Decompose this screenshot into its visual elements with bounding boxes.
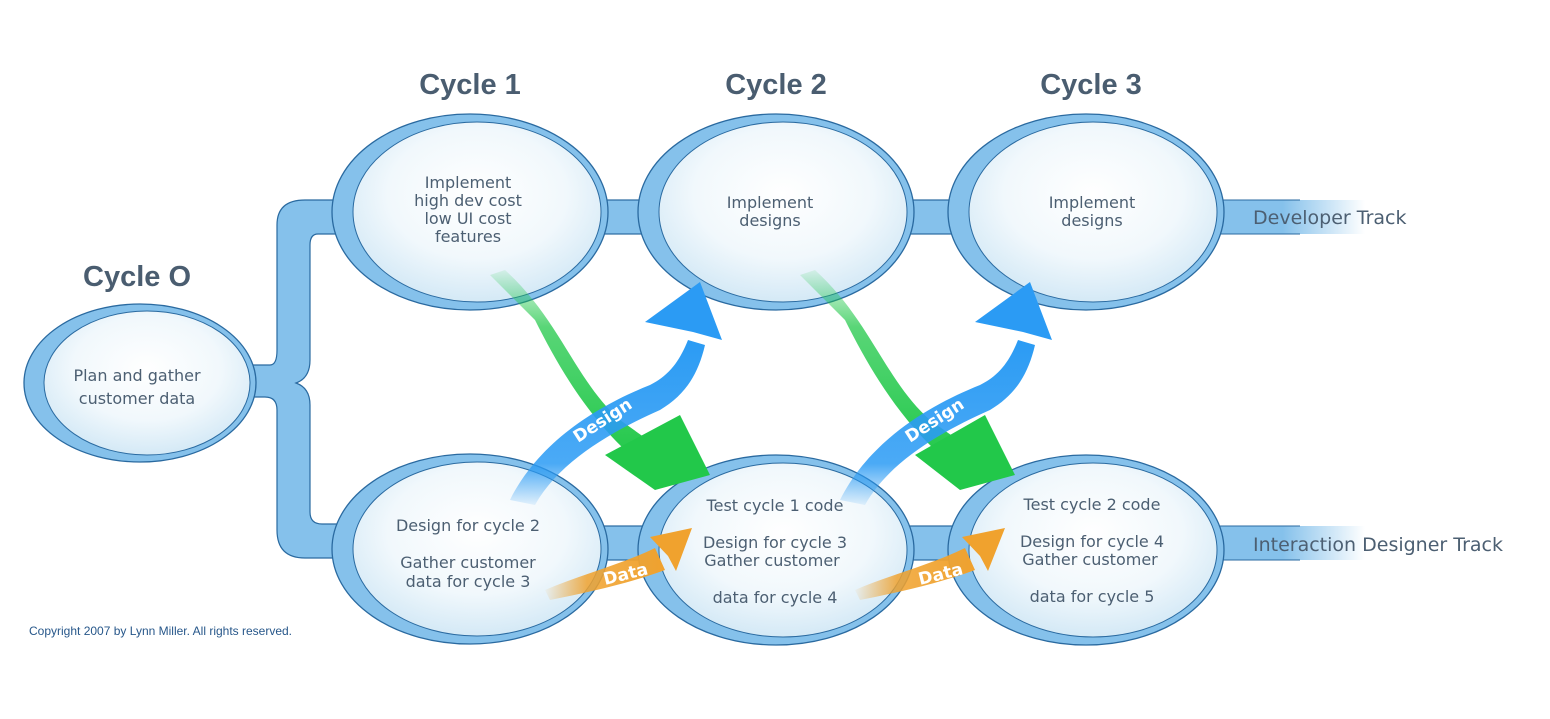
node-line: high dev cost bbox=[414, 191, 522, 210]
code-arrow-2-head bbox=[915, 415, 1015, 490]
design-arrow-1-shaft bbox=[510, 340, 705, 505]
design-arrow-2-head bbox=[975, 282, 1052, 340]
node-line: Implement bbox=[425, 173, 512, 192]
cycle-0-title: Cycle O bbox=[83, 261, 191, 293]
bubble-cycle-2-dev bbox=[637, 113, 915, 311]
node-line: Plan and gather bbox=[73, 366, 201, 385]
branch-connector bbox=[249, 199, 341, 559]
node-line: Design for cycle 4 bbox=[1020, 532, 1164, 551]
data-arrow-1-head bbox=[650, 528, 692, 571]
bubble-cycle-2-design bbox=[637, 454, 915, 646]
data-arrow-1-shaft bbox=[545, 548, 665, 600]
cycle-3-title: Cycle 3 bbox=[1040, 69, 1142, 101]
data-arrow-2 bbox=[855, 528, 1005, 600]
node-line: Design for cycle 3 bbox=[703, 533, 847, 552]
node-line: low UI cost bbox=[424, 209, 511, 228]
cycle-2-title: Cycle 2 bbox=[725, 69, 827, 101]
node-line: Gather customer bbox=[704, 551, 840, 570]
developer-track-label: Developer Track bbox=[1253, 207, 1406, 229]
cycle-1-bottom-text: Design for cycle 2 Gather customer data … bbox=[396, 516, 540, 591]
design-arrow-1-head bbox=[645, 282, 722, 340]
node-line: data for cycle 3 bbox=[406, 572, 531, 591]
node-line: Gather customer bbox=[400, 553, 536, 572]
node-line: Gather customer bbox=[1022, 550, 1158, 569]
data-label-1: Data bbox=[601, 560, 650, 590]
node-line: data for cycle 5 bbox=[1030, 587, 1155, 606]
design-arrow-2 bbox=[840, 282, 1052, 505]
node-line: features bbox=[435, 227, 501, 246]
bubble-cycle-1-design bbox=[331, 453, 609, 645]
design-arrow-2-shaft bbox=[840, 340, 1035, 505]
cycle-3-bottom-text: Test cycle 2 code Design for cycle 4 Gat… bbox=[1020, 495, 1164, 606]
code-arrow-2 bbox=[800, 270, 1015, 490]
data-arrow-1 bbox=[545, 528, 692, 600]
cycle-1-title: Cycle 1 bbox=[419, 69, 521, 101]
code-arrow-1-head bbox=[605, 415, 710, 490]
code-arrow-2-shaft bbox=[800, 270, 958, 460]
node-line: Implement bbox=[1049, 193, 1136, 212]
bubble-cycle-1-dev bbox=[331, 113, 609, 311]
data-arrow-2-head bbox=[962, 528, 1005, 571]
bubble-cycle-3-design bbox=[947, 454, 1225, 646]
data-arrow-2-shaft bbox=[855, 548, 975, 600]
bubble-cycle-0 bbox=[23, 303, 257, 463]
node-line: Implement bbox=[727, 193, 814, 212]
cycle-2-bottom-text: Test cycle 1 code Design for cycle 3 Gat… bbox=[703, 496, 847, 607]
cycle-1-top-text: Implement high dev cost low UI cost feat… bbox=[414, 173, 522, 246]
node-line: designs bbox=[739, 211, 800, 230]
node-line: Test cycle 2 code bbox=[1023, 495, 1161, 514]
node-line: Test cycle 1 code bbox=[706, 496, 844, 515]
bubble-cycle-3-dev bbox=[947, 113, 1225, 311]
node-line: designs bbox=[1061, 211, 1122, 230]
cycle-0-text: Plan and gather customer data bbox=[73, 366, 201, 408]
node-line: data for cycle 4 bbox=[713, 588, 838, 607]
cycle-2-top-text: Implement designs bbox=[727, 193, 814, 230]
cycle-3-top-text: Implement designs bbox=[1049, 193, 1136, 230]
node-line: Design for cycle 2 bbox=[396, 516, 540, 535]
designer-track-label: Interaction Designer Track bbox=[1253, 534, 1503, 556]
developer-track-bar bbox=[1215, 200, 1365, 234]
node-line: customer data bbox=[79, 389, 195, 408]
designer-track-bar bbox=[1215, 526, 1365, 560]
copyright-notice: Copyright 2007 by Lynn Miller. All right… bbox=[29, 624, 292, 638]
design-arrow-1 bbox=[510, 282, 722, 505]
